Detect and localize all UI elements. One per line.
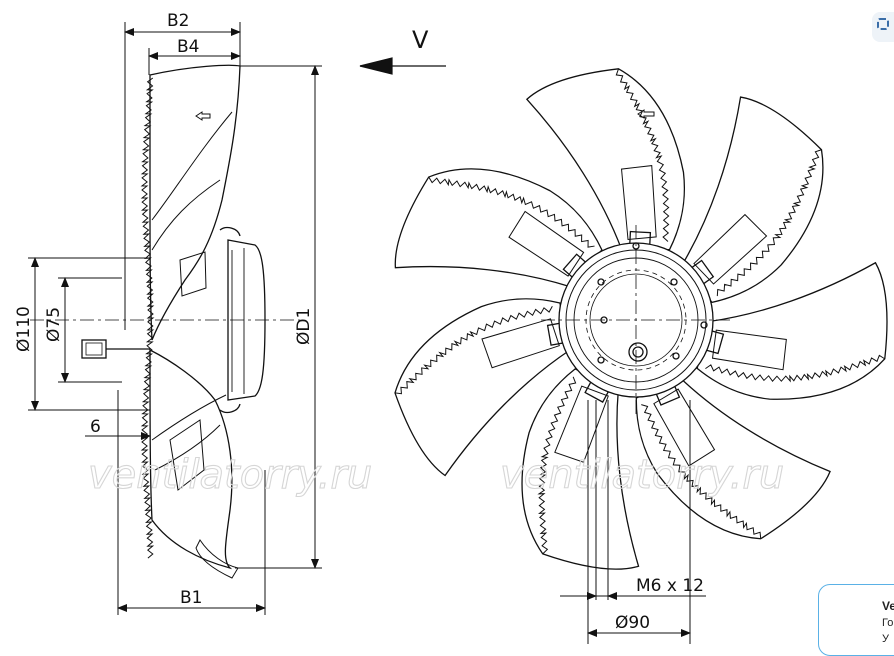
rotation-arrow-side (195, 111, 211, 121)
side-dimensions (28, 22, 322, 615)
dim-d110-label: Ø110 (14, 306, 34, 352)
bolt (670, 278, 678, 286)
watermark-left: ventilatorry.ru (88, 452, 372, 498)
fan-blade (394, 298, 571, 477)
blade-serration (537, 376, 577, 555)
flow-direction-label: V (412, 26, 429, 54)
dim-d90-label: Ø90 (615, 613, 650, 633)
corner-action-button[interactable] (872, 12, 894, 42)
fan-blade (394, 168, 603, 288)
dim-6-label: 6 (90, 417, 101, 437)
bolt (672, 352, 680, 360)
front-dimensions (560, 400, 706, 644)
info-card-line: У (882, 633, 889, 645)
fan-blade (696, 261, 888, 400)
flow-direction (359, 57, 446, 75)
blade-serration (716, 149, 822, 297)
front-view (394, 68, 888, 570)
blade-strut (554, 385, 609, 463)
info-card-line: Го (882, 617, 894, 629)
blade-serration (641, 404, 762, 539)
dim-d1-label: ØD1 (294, 308, 314, 345)
fan-blade (525, 68, 686, 251)
bolt (597, 278, 605, 286)
blade-strut (711, 329, 787, 371)
bolt (597, 356, 605, 364)
cable-gland (628, 342, 648, 362)
rotation-arrow-front (637, 109, 655, 119)
dim-b4-label: B4 (177, 37, 199, 57)
hub-bolts (597, 242, 708, 364)
fan-blade (635, 376, 831, 540)
info-card[interactable]: Ve Го У (818, 584, 894, 656)
expand-icon (877, 18, 889, 30)
dim-m6-label: M6 x 12 (636, 576, 704, 596)
blade-strut (653, 388, 716, 467)
side-view (81, 64, 266, 579)
blade-serration (615, 68, 670, 242)
blade-strut (693, 213, 768, 285)
side-blade-lower (149, 348, 233, 570)
dim-d75-label: Ø75 (44, 307, 64, 342)
dim-b2-label: B2 (167, 11, 189, 31)
bolt (700, 321, 708, 329)
fan-blade (521, 368, 640, 570)
blade-strut (481, 318, 560, 369)
blade-strut (508, 210, 585, 277)
side-blade-outline (149, 64, 241, 341)
info-card-title: Ve (882, 599, 894, 613)
blade-strut (620, 165, 657, 241)
dim-b1-label: B1 (180, 588, 202, 608)
watermark-right: ventilatorry.ru (500, 452, 784, 498)
blade-serration (394, 306, 553, 395)
blade-serration (705, 354, 886, 383)
fan-blades (394, 68, 888, 570)
side-serration (140, 77, 155, 559)
blade-serration (428, 176, 595, 248)
